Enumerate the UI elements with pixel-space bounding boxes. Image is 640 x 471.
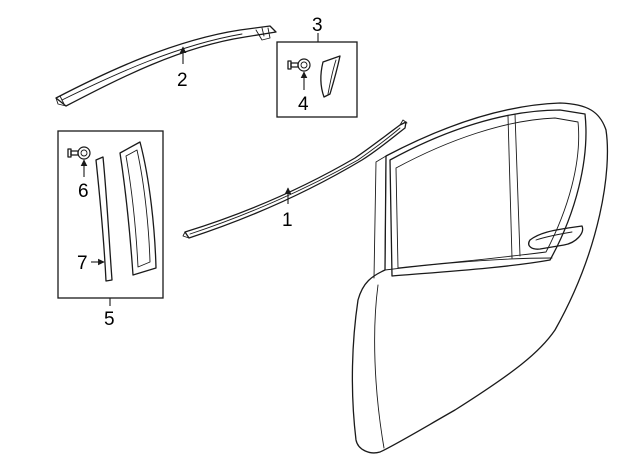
rear-door (351, 102, 609, 454)
callout-7: 7 (77, 253, 88, 274)
trim-piece-part-3 (320, 55, 341, 98)
pillar-trim-part-7 (95, 156, 113, 282)
roof-molding-part-2 (55, 25, 277, 107)
clip-part-4 (287, 58, 311, 72)
group-box-3 (276, 41, 358, 118)
callout-4: 4 (298, 94, 309, 115)
belt-molding-part-1 (182, 119, 408, 239)
callout-5: 5 (104, 309, 115, 330)
callout-3: 3 (312, 15, 323, 36)
applique-part-5 (119, 141, 157, 276)
callout-2: 2 (177, 70, 188, 91)
callout-6: 6 (78, 181, 89, 202)
clip-part-6 (67, 146, 91, 160)
callout-1: 1 (282, 210, 293, 231)
